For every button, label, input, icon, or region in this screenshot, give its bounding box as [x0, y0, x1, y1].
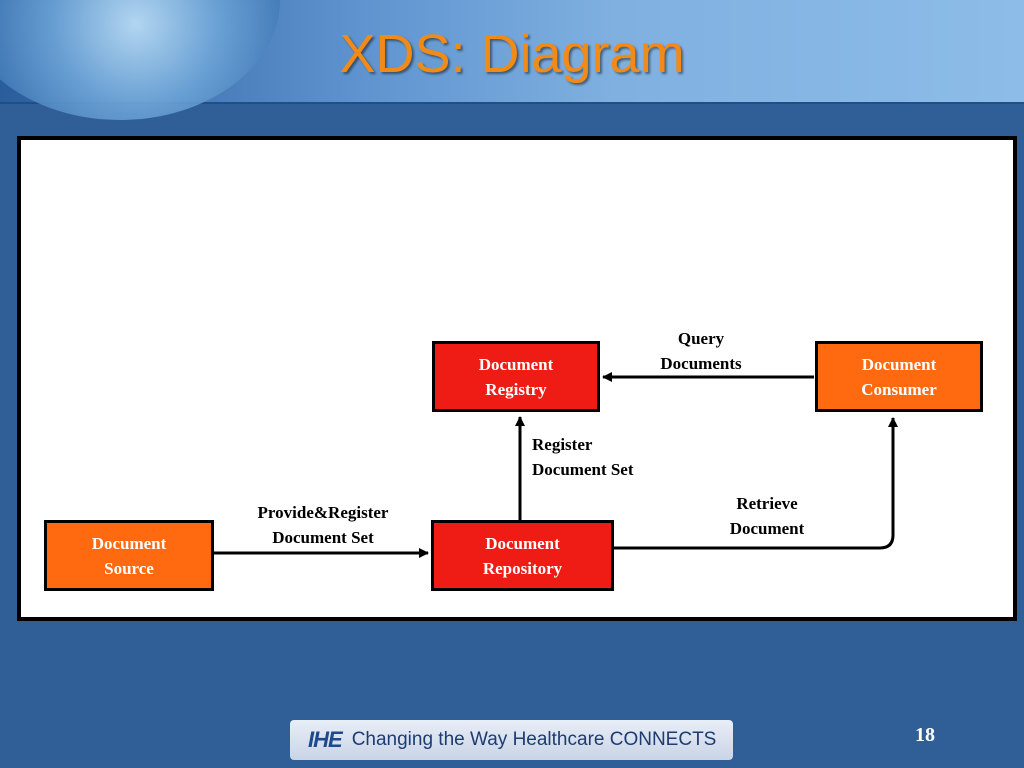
retrieve-arrow: [612, 417, 898, 550]
retrieve-document-label: Retrieve Document: [729, 494, 805, 538]
document-source-node: Document Source: [44, 520, 214, 591]
document-repository-label: Document Repository: [482, 533, 563, 578]
document-repository-node: Document Repository: [431, 520, 614, 591]
document-registry-label: Document Registry: [478, 354, 554, 399]
register-document-set-label: Register Document Set: [532, 435, 634, 479]
ihe-footer-logo: IHE Changing the Way Healthcare CONNECTS: [290, 720, 733, 760]
slide-title: XDS: Diagram: [339, 24, 685, 84]
page-number: 18: [915, 724, 935, 746]
ihe-logo-mark: IHE: [308, 727, 343, 752]
document-consumer-node: Document Consumer: [815, 341, 983, 412]
query-documents-label: Query Documents: [660, 329, 742, 373]
slide-header: [0, 0, 1024, 120]
document-consumer-label: Document Consumer: [861, 354, 937, 399]
document-source-label: Document Source: [91, 533, 167, 578]
provide-register-label: Provide&Register Document Set: [257, 503, 389, 547]
footer-tagline: Changing the Way Healthcare CONNECTS: [351, 729, 717, 750]
document-registry-node: Document Registry: [432, 341, 600, 412]
